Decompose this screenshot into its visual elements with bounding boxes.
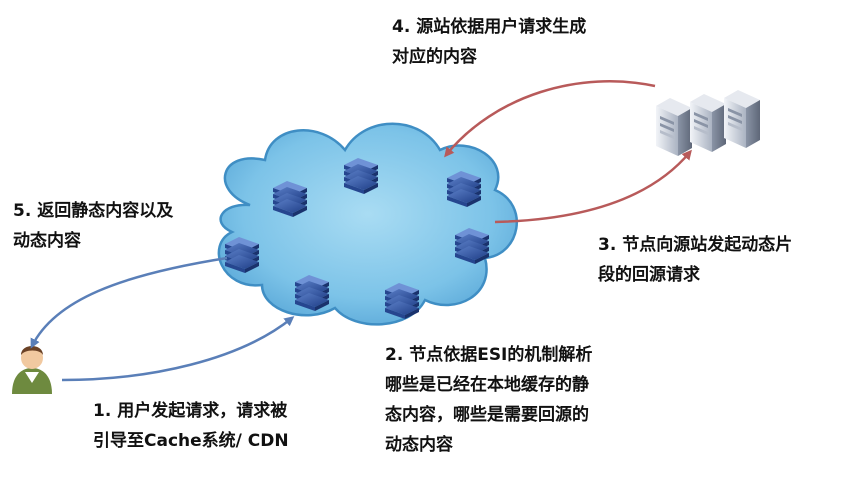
request-arrow: [61, 316, 295, 382]
user-icon: [12, 346, 52, 394]
step-5-line: 5. 返回静态内容以及: [13, 201, 174, 221]
step-2-label: 2. 节点依据ESI的机制解析 哪些是已经在本地缓存的静 态内容，哪些是需要回源…: [385, 340, 592, 460]
step-5-label: 5. 返回静态内容以及 动态内容: [13, 196, 173, 256]
step-2-line: 态内容，哪些是需要回源的: [385, 405, 589, 425]
server-node-icon: [344, 158, 378, 194]
step-1-label: 1. 用户发起请求，请求被 引导至Cache系统/ CDN: [93, 396, 289, 456]
step-3-line: 段的回源请求: [598, 265, 700, 285]
server-node-icon: [225, 237, 259, 273]
step-4-line: 对应的内容: [392, 47, 477, 67]
origin-request-arrow: [494, 149, 692, 224]
step-1-line: 1. 用户发起请求，请求被: [93, 401, 288, 421]
step-4-line: 4. 源站依据用户请求生成: [392, 17, 587, 37]
origin-response-arrow: [444, 80, 656, 158]
step-2-line: 动态内容: [385, 435, 453, 455]
step-3-line: 3. 节点向源站发起动态片: [598, 235, 793, 255]
step-2-line: 2. 节点依据ESI的机制解析: [385, 345, 593, 365]
server-node-icon: [455, 228, 489, 264]
origin-server-cluster-icon: [656, 90, 760, 156]
step-4-label: 4. 源站依据用户请求生成 对应的内容: [392, 12, 586, 72]
step-5-line: 动态内容: [13, 231, 81, 251]
step-3-label: 3. 节点向源站发起动态片 段的回源请求: [598, 230, 792, 290]
server-node-icon: [295, 275, 329, 311]
step-2-line: 哪些是已经在本地缓存的静: [385, 375, 589, 395]
server-node-icon: [447, 171, 481, 207]
response-arrow: [30, 256, 228, 349]
step-1-line: 引导至Cache系统/ CDN: [93, 431, 289, 451]
server-node-icon: [385, 283, 419, 319]
server-node-icon: [273, 181, 307, 217]
cdn-cloud-icon: [217, 122, 519, 326]
